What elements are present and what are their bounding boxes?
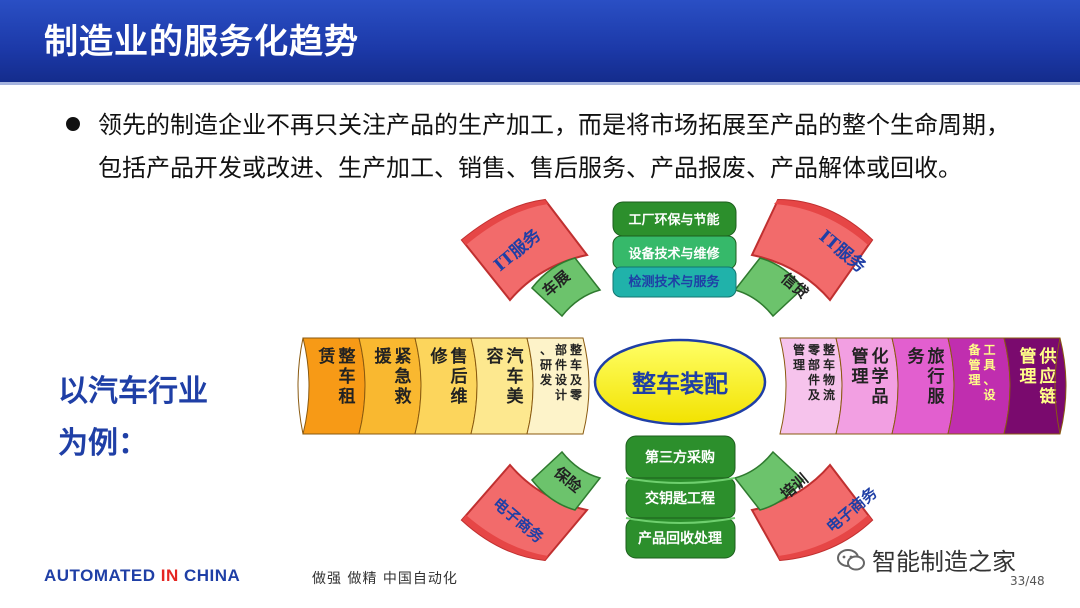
left-segment-5-char: 零 (569, 388, 583, 402)
right-segment-3-char: 服 (928, 387, 946, 407)
left-segment-2-char: 援 (375, 346, 393, 367)
corner-banner-bottom-left: 电子商务 (460, 463, 589, 562)
right-segment-2-char: 化 (872, 346, 889, 367)
right-segment-3-char: 务 (908, 346, 926, 367)
left-segment-3-char: 售 (451, 346, 468, 367)
title-underline (0, 82, 1080, 85)
right-segment-4-char: 设 (983, 387, 996, 402)
left-segment-2-char: 救 (395, 386, 412, 407)
right-segment-1-char: 件 (808, 372, 820, 387)
brand-part-b: CHINA (178, 566, 241, 585)
left-segment-1-char: 车 (339, 366, 356, 387)
left-segment-2-char: 急 (395, 366, 412, 387)
example-line-2: 为例： (58, 426, 148, 461)
center-oval: 整车装配 (593, 338, 767, 426)
bullet-text: 领先的制造企业不再只关注产品的生产加工，而是将市场拓展至产品的整个生命周期，包括… (98, 111, 1010, 182)
right-segment-1-char: 理 (793, 358, 805, 372)
left-segment-4-char: 汽 (507, 346, 524, 367)
example-line-1: 以汽车行业 (58, 374, 208, 409)
top-stack-item-2: 设备技术与维修 (628, 246, 720, 262)
page-number: 33/48 (1010, 574, 1045, 588)
left-segment-3-char: 修 (430, 346, 449, 367)
right-segment-2-char: 学 (872, 366, 889, 387)
right-segment-1-char: 零 (807, 343, 821, 357)
right-segment-5-char: 理 (1020, 367, 1037, 387)
left-segment-5-char: 研 (540, 358, 552, 372)
brand-tagline: 做强 做精 中国自动化 (312, 571, 458, 587)
top-stack-item-3: 检测技术与服务 (628, 274, 720, 290)
left-segment-5 (526, 337, 590, 435)
right-segment-4-char: 管 (968, 357, 980, 372)
left-segment-3-char: 维 (451, 386, 468, 407)
left-segment-4-char: 容 (487, 346, 504, 367)
left-segment-3-char: 后 (451, 367, 468, 387)
left-segment-5-char: 设 (555, 372, 568, 387)
watermark: 智能制造之家 (836, 542, 1016, 577)
bullet-icon (66, 117, 80, 131)
wechat-icon (837, 548, 865, 570)
right-segment-4-char: 具 (983, 358, 995, 372)
right-segment-5-char: 管 (1020, 346, 1037, 367)
left-segment-5-char: 件 (555, 357, 567, 372)
corner-banner-top-right: IT服务 (750, 198, 874, 302)
right-segment-5-char: 应 (1040, 366, 1057, 387)
right-segment-1-char: 整 (822, 342, 835, 357)
right-segment-1-char: 管 (793, 342, 805, 357)
left-band-edge (297, 337, 304, 435)
right-segment-5-char: 链 (1040, 386, 1058, 407)
right-segment-2-char: 品 (872, 387, 889, 407)
right-segment-4-char: 工 (983, 343, 995, 357)
center-label: 整车装配 (632, 369, 728, 398)
right-segment-3-char: 行 (927, 366, 945, 387)
right-segment-1-char: 流 (823, 387, 835, 402)
title-bar: 制造业的服务化趋势 (0, 0, 1080, 82)
left-segment-1-char: 租 (339, 386, 356, 407)
example-label: 以汽车行业 为例： (58, 366, 228, 470)
left-segment-5-char: 及 (570, 373, 583, 387)
left-segment-1-char: 整 (339, 346, 356, 367)
brand-part-a: AUTOMATED (44, 566, 161, 585)
right-segment-4-char: 、 (983, 373, 995, 387)
top-stack-item-1: 工厂环保与节能 (628, 212, 719, 228)
right-segment-4-char: 备 (967, 342, 981, 357)
bottom-stack-item-2: 交钥匙工程 (645, 490, 715, 507)
page-title: 制造业的服务化趋势 (44, 22, 359, 62)
right-segment-2-char: 管 (852, 346, 869, 367)
brand-logo: AUTOMATED IN CHINA (44, 566, 240, 586)
right-segment-1-char: 部 (808, 357, 820, 372)
right-segment-3-char: 旅 (928, 346, 945, 367)
right-band-edge (1054, 337, 1061, 435)
bottom-stack: 第三方采购 交钥匙工程 产品回收处理 (625, 435, 736, 559)
right-band: 整车物流零部件及管理化学品管理旅行服务工具、设备管理供应链管理 (779, 337, 1067, 435)
left-segment-4-char: 车 (507, 366, 524, 387)
top-stack: 工厂环保与节能 设备技术与维修 检测技术与服务 (612, 201, 737, 298)
bottom-stack-item-3: 产品回收处理 (638, 530, 722, 547)
left-segment-4-char: 美 (507, 386, 525, 407)
right-segment-2-char: 理 (852, 367, 869, 387)
left-segment-5-char: 整 (569, 342, 582, 357)
watermark-text: 智能制造之家 (872, 548, 1016, 576)
right-segment-1-char: 物 (823, 372, 835, 387)
right-segment-5-char: 供 (1039, 346, 1057, 367)
right-segment-1-char: 及 (808, 388, 821, 402)
left-segment-5-char: 计 (555, 387, 567, 402)
brand-part-in: IN (160, 566, 179, 585)
left-segment-5-char: 部 (555, 342, 567, 357)
left-segment-5-char: 、 (540, 343, 552, 357)
bottom-stack-item-1: 第三方采购 (645, 449, 715, 466)
corner-banner-top-left: IT服务 (460, 198, 589, 302)
left-segment-2-char: 紧 (395, 347, 412, 367)
left-segment-5-char: 发 (539, 372, 553, 387)
left-band: 整车租赁紧急救援售后维修汽车美容整车及零部件设计、研发 (297, 337, 590, 435)
tab-bottom-left: 保险 (530, 450, 602, 511)
right-segment-4-char: 理 (968, 373, 980, 387)
left-segment-5-char: 车 (570, 357, 582, 372)
left-segment-1-char: 赁 (318, 346, 336, 367)
tab-top-left: 车展 (530, 257, 602, 318)
right-segment-1-char: 车 (823, 357, 835, 372)
